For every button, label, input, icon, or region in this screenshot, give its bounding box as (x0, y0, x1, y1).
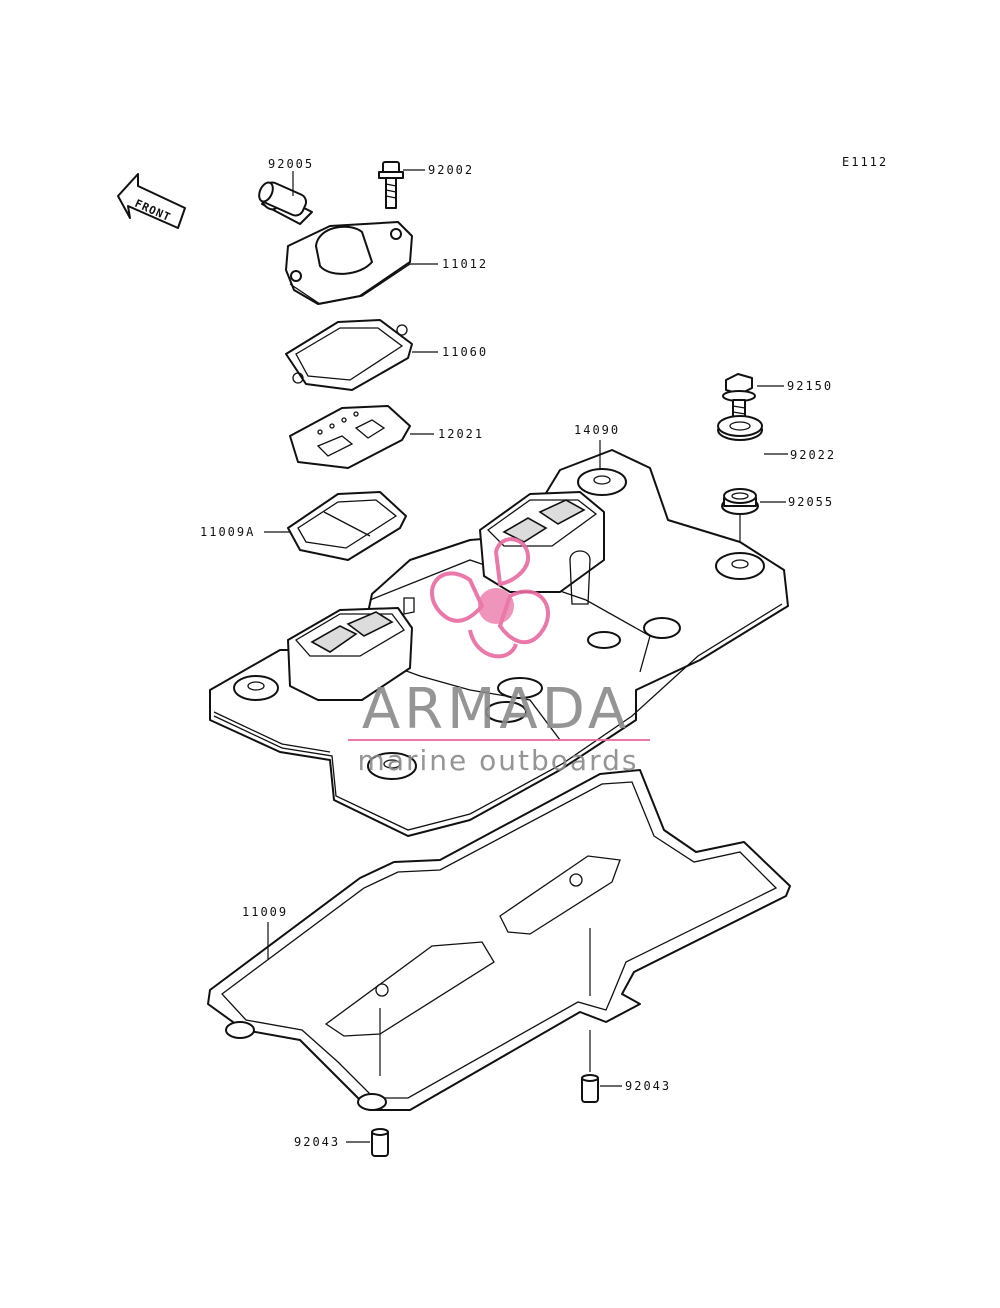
label-92002: 92002 (428, 163, 474, 177)
gasket-11009A (287, 491, 407, 561)
label-11060: 11060 (442, 345, 488, 359)
gasket-11009 (207, 769, 791, 1111)
breather-cover-11012 (285, 221, 413, 305)
label-12021: 12021 (438, 427, 484, 441)
label-92005: 92005 (268, 157, 314, 171)
bolt-92002 (378, 161, 404, 209)
washer-92022 (717, 415, 763, 441)
label-92043-right: 92043 (625, 1079, 671, 1093)
label-14090: 14090 (574, 423, 620, 437)
watermark-brand: ARMADA (362, 677, 630, 742)
cylinder-head-cover-14090 (209, 449, 789, 837)
front-arrow-icon: FRONT (117, 173, 186, 229)
label-92150: 92150 (787, 379, 833, 393)
label-11012: 11012 (442, 257, 488, 271)
label-92055: 92055 (788, 495, 834, 509)
label-92022: 92022 (790, 448, 836, 462)
armada-watermark: ARMADA marine outboards (348, 537, 650, 777)
propeller-logo-icon (429, 537, 551, 659)
bolt-92150 (722, 373, 756, 421)
watermark-tagline: marine outboards (358, 744, 639, 777)
dowel-92043-right (581, 1074, 599, 1103)
hose-92005 (258, 181, 313, 225)
gasket-11060 (285, 319, 413, 391)
diagram-code: E1112 (842, 155, 888, 169)
label-92043-left: 92043 (294, 1135, 340, 1149)
label-11009: 11009 (242, 905, 288, 919)
dowel-92043-left (371, 1128, 389, 1157)
plate-12021 (289, 405, 411, 469)
grommet-92055 (721, 488, 759, 515)
label-11009A: 11009A (200, 525, 255, 539)
